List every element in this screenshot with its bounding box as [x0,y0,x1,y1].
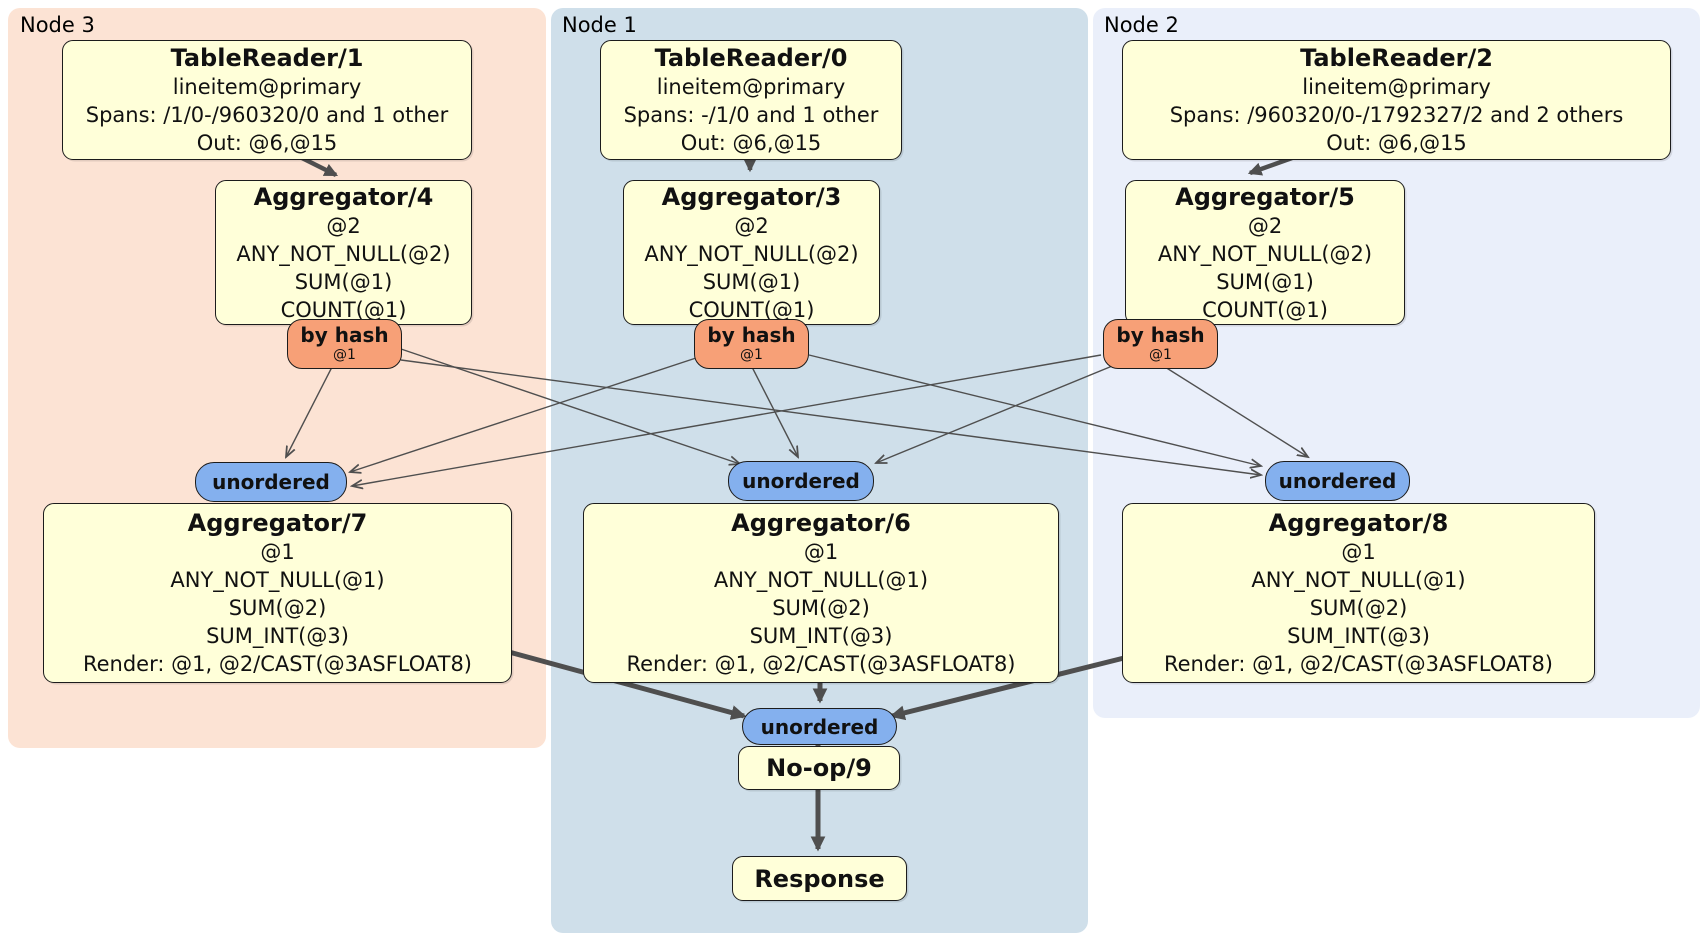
tablereader-2-out: Out: @6,@15 [1326,131,1467,155]
aggregator-8-line: SUM(@2) [1309,596,1408,620]
unordered-sync-node2: unordered [1265,461,1410,501]
hash-router-node2: by hash @1 [1103,319,1218,369]
aggregator-7-line: Render: @1, @2/CAST(@3ASFLOAT8) [82,652,473,676]
aggregator-8-box: Aggregator/8 @1 ANY_NOT_NULL(@1) SUM(@2)… [1122,503,1595,683]
aggregator-8-line: Render: @1, @2/CAST(@3ASFLOAT8) [1163,652,1554,676]
hash-router-node3-label: by hash [300,323,389,347]
aggregator-6-title: Aggregator/6 [731,509,911,537]
aggregator-8-line: ANY_NOT_NULL(@1) [1251,568,1466,592]
tablereader-0-box: TableReader/0 lineitem@primary Spans: -/… [600,40,902,160]
tablereader-0-index: lineitem@primary [656,75,846,99]
unordered-merge-sync-label: unordered [760,714,879,739]
aggregator-6-line: SUM_INT(@3) [749,624,893,648]
tablereader-0-out: Out: @6,@15 [680,131,822,155]
unordered-sync-node1: unordered [728,461,874,501]
aggregator-4-title: Aggregator/4 [253,182,434,211]
unordered-sync-node3: unordered [195,462,347,502]
aggregator-5-box: Aggregator/5 @2 ANY_NOT_NULL(@2) SUM(@1)… [1125,180,1405,325]
tablereader-0-spans: Spans: -/1/0 and 1 other [623,103,879,127]
tablereader-0-title: TableReader/0 [654,44,848,72]
aggregator-8-line: SUM_INT(@3) [1287,624,1430,648]
tablereader-1-spans: Spans: /1/0-/960320/0 and 1 other [85,103,449,127]
tablereader-2-title: TableReader/2 [1300,44,1493,72]
aggregator-6-line: SUM(@2) [772,596,870,620]
node3-label: Node 3 [20,13,95,37]
aggregator-6-line: Render: @1, @2/CAST(@3ASFLOAT8) [626,652,1016,676]
aggregator-8-line: @1 [1341,540,1376,564]
aggregator-7-title: Aggregator/7 [187,509,368,537]
hash-router-node1-detail: @1 [740,347,763,363]
unordered-sync-node1-label: unordered [742,469,860,493]
aggregator-4-line: @2 [326,213,361,238]
node2-label: Node 2 [1104,13,1179,37]
aggregator-6-line: @1 [803,540,839,564]
tablereader-1-index: lineitem@primary [172,75,362,99]
hash-router-node3: by hash @1 [287,319,402,369]
aggregator-3-title: Aggregator/3 [661,182,842,211]
aggregator-3-line: @2 [734,213,769,238]
aggregator-4-line: SUM(@1) [294,269,393,294]
noop-9-title: No-op/9 [766,754,872,782]
aggregator-5-line: SUM(@1) [1216,269,1314,294]
noop-9-box: No-op/9 [738,746,900,790]
tablereader-2-spans: Spans: /960320/0-/1792327/2 and 2 others [1169,103,1624,127]
aggregator-3-box: Aggregator/3 @2 ANY_NOT_NULL(@2) SUM(@1)… [623,180,880,325]
aggregator-7-line: ANY_NOT_NULL(@1) [170,568,385,592]
tablereader-1-out: Out: @6,@15 [196,131,338,155]
aggregator-5-title: Aggregator/5 [1175,182,1355,211]
hash-router-node1-label: by hash [707,323,796,347]
aggregator-3-line: SUM(@1) [702,269,801,294]
aggregator-7-line: SUM(@2) [228,596,327,620]
aggregator-3-line: ANY_NOT_NULL(@2) [644,241,859,266]
unordered-sync-node3-label: unordered [212,470,330,494]
node1-label: Node 1 [562,13,637,37]
hash-router-node1: by hash @1 [694,319,809,369]
hash-router-node2-label: by hash [1116,323,1205,347]
aggregator-4-box: Aggregator/4 @2 ANY_NOT_NULL(@2) SUM(@1)… [215,180,472,325]
aggregator-7-line: SUM_INT(@3) [206,624,349,648]
aggregator-4-line: COUNT(@1) [280,297,407,322]
hash-router-node3-detail: @1 [333,347,356,363]
aggregator-7-line: @1 [260,540,295,564]
aggregator-5-line: @2 [1247,213,1283,238]
tablereader-1-box: TableReader/1 lineitem@primary Spans: /1… [62,40,472,160]
aggregator-8-title: Aggregator/8 [1268,509,1449,537]
aggregator-6-line: ANY_NOT_NULL(@1) [713,568,929,592]
aggregator-7-box: Aggregator/7 @1 ANY_NOT_NULL(@1) SUM(@2)… [43,503,512,683]
unordered-sync-node2-label: unordered [1278,469,1397,493]
tablereader-2-index: lineitem@primary [1302,75,1491,99]
aggregator-4-line: ANY_NOT_NULL(@2) [236,241,451,266]
response-box: Response [732,856,907,901]
response-title: Response [754,864,885,893]
aggregator-6-box: Aggregator/6 @1 ANY_NOT_NULL(@1) SUM(@2)… [583,503,1059,683]
aggregator-5-line: COUNT(@1) [1202,297,1328,322]
hash-router-node2-detail: @1 [1149,347,1172,363]
tablereader-2-box: TableReader/2 lineitem@primary Spans: /9… [1122,40,1671,160]
aggregator-5-line: ANY_NOT_NULL(@2) [1157,241,1373,266]
unordered-merge-sync: unordered [742,708,897,745]
tablereader-1-title: TableReader/1 [170,44,364,72]
aggregator-3-line: COUNT(@1) [688,297,815,322]
